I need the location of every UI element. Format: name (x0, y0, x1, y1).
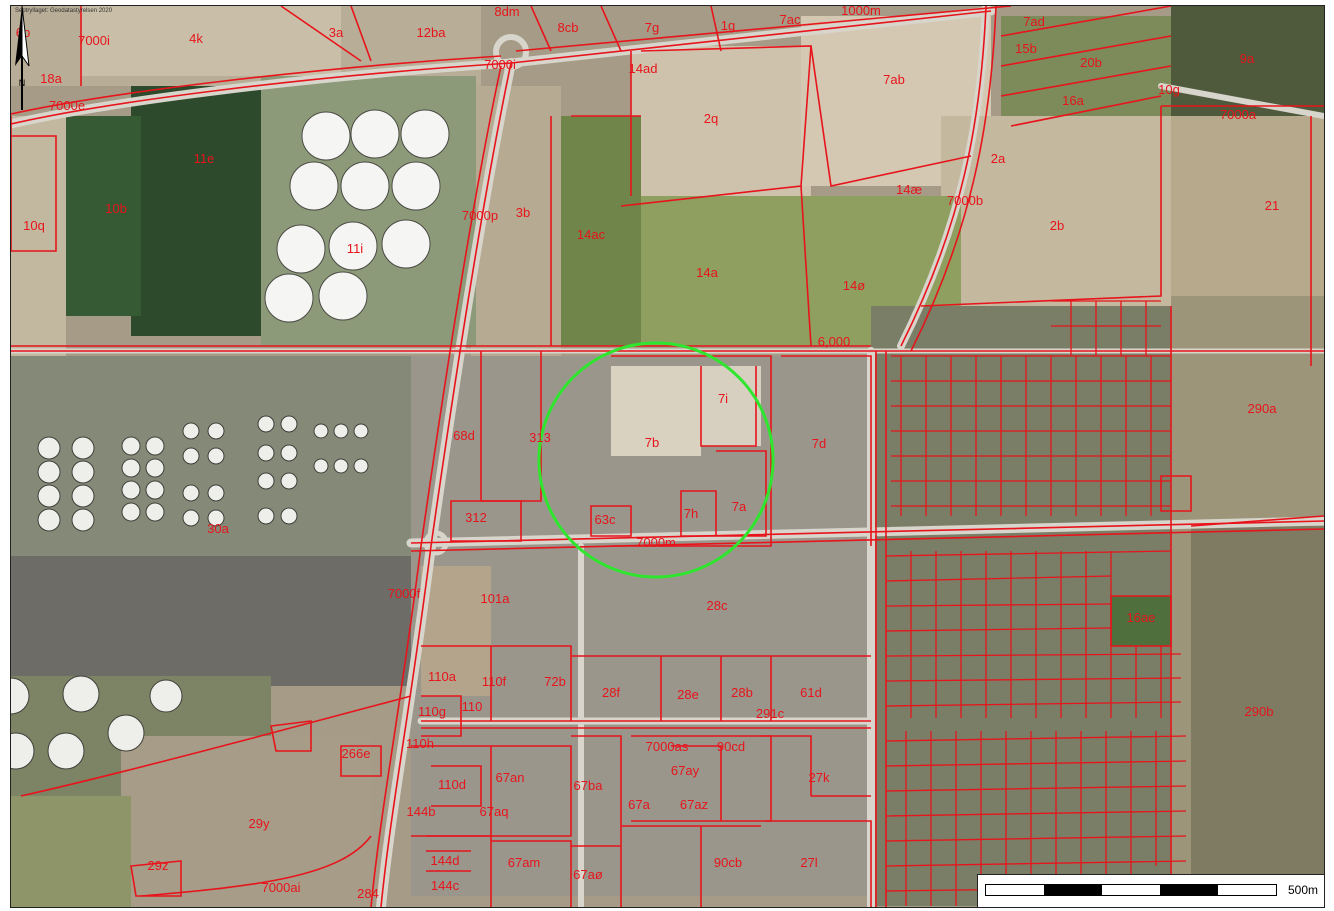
parcel-label: 90cb (713, 855, 743, 870)
parcel-label: 3b (515, 205, 531, 220)
parcel-label: 14ad (628, 61, 658, 76)
parcel-label: 16ae (1126, 610, 1156, 625)
parcel-label: 7a (731, 499, 747, 514)
parcel-label: 12ba (416, 25, 446, 40)
parcel-label: 144b (406, 804, 436, 819)
parcel-label: 67an (495, 770, 525, 785)
parcel-label: 29y (248, 816, 270, 831)
parcel-label: 67aø (573, 867, 603, 882)
parcel-label: 63c (594, 512, 616, 527)
parcel-label: 110f (481, 674, 507, 689)
parcel-label: 30a (207, 521, 229, 536)
parcel-label: 8dm (494, 5, 520, 19)
map-credit: Septryllaget: Geodatastyrelsen 2020 (15, 8, 113, 14)
parcel-label: 28b (731, 685, 753, 700)
parcel-label: 1000m (841, 5, 881, 18)
parcel-label: 284 (357, 886, 379, 901)
parcel-label: 110h (406, 736, 434, 751)
parcel-label: 7000a (1219, 107, 1257, 122)
parcel-label: 14a (696, 265, 718, 280)
parcel-label: 28e (677, 687, 699, 702)
parcel-label: 8cb (557, 20, 579, 35)
parcel-label: 15b (1015, 41, 1037, 56)
parcel-label: 67am (507, 855, 541, 870)
parcel-label: 7000m (636, 535, 676, 550)
parcel-label: 7ab (883, 72, 905, 87)
parcel-label: 2b (1049, 218, 1065, 233)
parcel-label: 61d (800, 685, 822, 700)
parcel-label: 7000f (387, 586, 421, 601)
parcel-label: 290a (1247, 401, 1277, 416)
parcel-label: 3a (328, 25, 344, 40)
parcel-label: 312 (465, 510, 487, 525)
parcel-label: 7h (683, 506, 699, 521)
aerial-map[interactable]: Septryllaget: Geodatastyrelsen 2020 6b70… (10, 5, 1325, 908)
parcel-label: 7i (717, 391, 729, 406)
parcel-label: 313 (529, 430, 551, 445)
parcel-label: 67aq (479, 804, 509, 819)
parcel-label: 1g (720, 18, 736, 33)
scale-bar: 500m (977, 874, 1324, 907)
parcel-label: 67ay (670, 763, 700, 778)
parcel-label: 7g (644, 20, 660, 35)
parcel-label: 9a (1239, 51, 1255, 66)
scale-segment (1044, 885, 1102, 895)
parcel-label: 110d (438, 777, 466, 792)
parcel-label: 10b (105, 201, 127, 216)
parcel-label: 67ba (573, 778, 603, 793)
north-label: N (19, 78, 26, 88)
parcel-label: 10g (1158, 82, 1180, 97)
parcel-label: 110g (418, 704, 446, 719)
parcel-label: 28c (706, 598, 728, 613)
scale-segment (1160, 885, 1218, 895)
parcel-label: 14ø (842, 278, 866, 293)
parcel-label: 7ac (779, 12, 801, 27)
parcel-label: 144c (430, 878, 460, 893)
scale-label: 500m (1287, 883, 1318, 897)
parcel-label: 72b (544, 674, 566, 689)
parcel-label: 10q (23, 218, 45, 233)
parcel-label: 6,000 (817, 334, 851, 349)
parcel-label: 27k (808, 770, 830, 785)
parcel-label: 14æ (895, 182, 923, 197)
north-arrow-icon: N (15, 6, 30, 110)
parcel-label: 7000i (78, 33, 110, 48)
parcel-label: 68d (453, 428, 475, 443)
scale-bar-graphic (985, 884, 1277, 896)
parcel-label: 2q (703, 111, 719, 126)
parcel-label: 21 (1264, 198, 1280, 213)
parcel-label: 110a (428, 669, 456, 684)
parcel-label: 7000b (946, 193, 984, 208)
parcel-label: 7d (811, 436, 827, 451)
parcel-label: 290b (1244, 704, 1274, 719)
parcel-label: 16a (1062, 93, 1084, 108)
parcel-label: 14ac (576, 227, 606, 242)
parcel-label: 2a (990, 151, 1006, 166)
parcel-label: 90cd (716, 739, 746, 754)
parcel-label: 11e (193, 151, 215, 166)
map-canvas (11, 6, 1324, 907)
parcel-label: 144d (430, 853, 460, 868)
parcel-label: 7b (644, 435, 660, 450)
parcel-label: 29z (147, 858, 169, 873)
parcel-label: 7000p (461, 208, 499, 223)
parcel-label: 7ad (1023, 14, 1045, 29)
parcel-label: 67a (628, 797, 650, 812)
parcel-label: 266e (341, 746, 371, 761)
parcel-label: 291c (755, 706, 785, 721)
parcel-label: 7000e (48, 98, 86, 113)
parcel-label: 20b (1080, 55, 1102, 70)
parcel-label: 28f (601, 685, 621, 700)
parcel-label: 67az (679, 797, 709, 812)
parcel-label: 27l (800, 855, 818, 870)
parcel-label: 18a (40, 71, 62, 86)
parcel-label: 7000as (645, 739, 689, 754)
parcel-label: 110 (461, 699, 483, 714)
parcel-label: 4k (189, 31, 203, 46)
parcel-label: 11i (346, 241, 364, 256)
parcel-label: 7000i (484, 57, 516, 72)
parcel-label: 101a (480, 591, 510, 606)
parcel-label: 7000ai (261, 880, 301, 895)
